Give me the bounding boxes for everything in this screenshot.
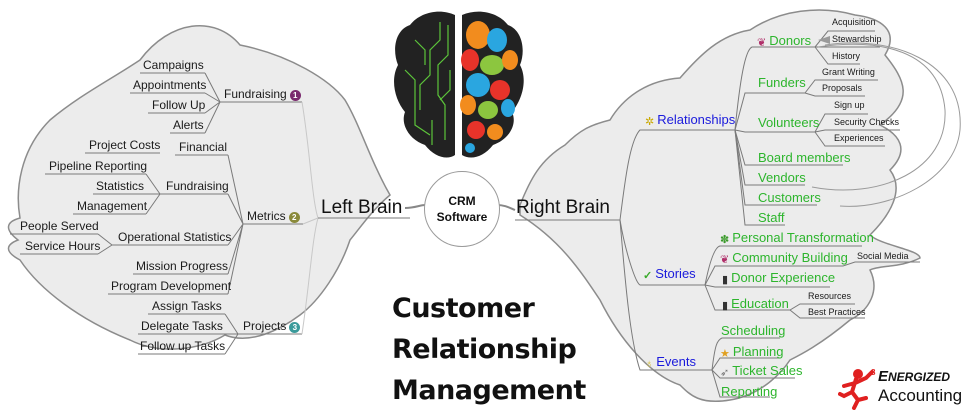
- left-brain-label[interactable]: Left Brain: [321, 197, 403, 218]
- logo-brand-top: ENERGIZED: [878, 368, 950, 385]
- branch-label: Stories: [655, 266, 696, 281]
- node-volunteers[interactable]: Volunteers: [758, 115, 820, 130]
- running-figure-icon: 8: [838, 368, 876, 410]
- right-connectors: [515, 30, 961, 398]
- node-vendors[interactable]: Vendors: [758, 170, 806, 185]
- node-community-building[interactable]: ❦Community Building: [720, 251, 848, 266]
- right-brain-cloud: [519, 9, 921, 402]
- title-line-3: Management: [392, 375, 586, 406]
- node-label: Ticket Sales: [732, 363, 803, 378]
- node-best-practices[interactable]: Best Practices: [808, 307, 866, 317]
- branch-label: Projects: [243, 319, 287, 333]
- node-label: Planning: [732, 344, 784, 359]
- title-line-2: Relationship: [392, 334, 577, 365]
- brain-illustration: [394, 11, 524, 158]
- node-follow-up-tasks[interactable]: Follow up Tasks: [140, 339, 226, 353]
- node-history[interactable]: History: [832, 51, 861, 61]
- node-scheduling[interactable]: Scheduling: [721, 323, 786, 338]
- node-program-development[interactable]: Program Development: [111, 279, 232, 293]
- right-brain-label[interactable]: Right Brain: [516, 197, 610, 218]
- title-line-1: Customer: [392, 293, 535, 324]
- node-social-media[interactable]: Social Media: [857, 251, 909, 261]
- svg-text:8: 8: [871, 368, 876, 377]
- branch-events[interactable]: ♁Events: [645, 355, 696, 370]
- node-people-served[interactable]: People Served: [20, 219, 99, 233]
- left-connectors: [10, 72, 410, 355]
- node-pipeline-reporting[interactable]: Pipeline Reporting: [49, 159, 148, 173]
- priority-1-icon: 1: [289, 90, 301, 101]
- branch-label: Events: [656, 354, 696, 369]
- node-security-checks[interactable]: Security Checks: [834, 117, 900, 127]
- priority-2-icon: 2: [288, 212, 300, 223]
- traffic-light-icon: ▮: [722, 274, 729, 286]
- center-line1: CRM: [448, 193, 476, 208]
- node-follow-up[interactable]: Follow Up: [152, 98, 206, 112]
- node-sign-up[interactable]: Sign up: [834, 100, 865, 110]
- node-board-members[interactable]: Board members: [758, 150, 851, 165]
- lightbulb-icon: ♁: [645, 358, 654, 370]
- node-delegate-tasks[interactable]: Delegate Tasks: [141, 319, 223, 333]
- node-customers[interactable]: Customers: [758, 190, 821, 205]
- node-statistics[interactable]: Statistics: [96, 179, 145, 193]
- node-assign-tasks[interactable]: Assign Tasks: [152, 299, 222, 313]
- branch-label: Relationships: [657, 112, 736, 127]
- node-resources[interactable]: Resources: [808, 291, 852, 301]
- node-campaigns[interactable]: Campaigns: [143, 58, 204, 72]
- node-reporting[interactable]: Reporting: [721, 384, 778, 399]
- node-service-hours[interactable]: Service Hours: [25, 239, 101, 253]
- logo-initial: E: [878, 368, 889, 385]
- node-label: Donor Experience: [731, 270, 836, 285]
- rocket-icon: ➶: [720, 367, 730, 379]
- node-stewardship[interactable]: Stewardship: [832, 34, 882, 44]
- priority-3-icon: 3: [289, 322, 301, 333]
- node-label: Donors: [769, 33, 812, 48]
- node-donor-experience[interactable]: ▮Donor Experience: [722, 271, 835, 286]
- node-planning[interactable]: ★Planning: [720, 345, 783, 360]
- node-operational-statistics[interactable]: Operational Statistics: [118, 230, 232, 244]
- center-line2: Software: [436, 210, 488, 224]
- node-acquisition[interactable]: Acquisition: [832, 17, 876, 27]
- node-label: Personal Transformation: [732, 230, 874, 245]
- people-group-icon: ❦: [757, 37, 767, 49]
- connector: [404, 204, 426, 209]
- node-staff[interactable]: Staff: [758, 210, 785, 225]
- node-personal-transformation[interactable]: ✽Personal Transformation: [720, 231, 874, 246]
- branch-label: Fundraising: [224, 87, 287, 101]
- node-label: Community Building: [732, 250, 848, 265]
- logo-rest: NERGIZED: [888, 370, 951, 384]
- magic-wand-icon: ✲: [645, 116, 655, 128]
- node-education[interactable]: ▮Education: [722, 297, 789, 312]
- node-proposals[interactable]: Proposals: [822, 83, 863, 93]
- node-label: Education: [731, 296, 789, 311]
- logo-brand-bottom: Accounting: [878, 386, 963, 405]
- node-funders[interactable]: Funders: [758, 75, 806, 90]
- star-icon: ★: [720, 348, 730, 360]
- traffic-light-icon: ▮: [722, 300, 729, 312]
- node-mission-progress[interactable]: Mission Progress: [136, 259, 229, 273]
- flower-icon: ✽: [720, 234, 730, 246]
- branch-relationships[interactable]: ✲Relationships: [645, 113, 735, 128]
- branch-stories[interactable]: ✓Stories: [643, 267, 696, 282]
- node-grant-writing[interactable]: Grant Writing: [822, 67, 875, 77]
- checkmark-icon: ✓: [643, 270, 653, 282]
- page-title: Customer Relationship Management: [392, 288, 586, 411]
- node-experiences[interactable]: Experiences: [834, 133, 884, 143]
- node-appointments[interactable]: Appointments: [133, 78, 207, 92]
- node-alerts[interactable]: Alerts: [173, 118, 204, 132]
- node-management[interactable]: Management: [77, 199, 148, 213]
- branch-label: Metrics: [247, 209, 286, 223]
- left-brain-cloud: [7, 24, 391, 350]
- node-project-costs[interactable]: Project Costs: [89, 138, 161, 152]
- node-ticket-sales[interactable]: ➶Ticket Sales: [720, 364, 803, 379]
- people-icon: ❦: [720, 254, 730, 266]
- node-metrics-fundraising[interactable]: Fundraising: [166, 179, 229, 193]
- center-node[interactable]: CRM Software: [424, 171, 500, 247]
- node-financial[interactable]: Financial: [179, 140, 228, 154]
- node-donors[interactable]: ❦Donors: [757, 34, 811, 49]
- energized-accounting-logo: 8 ENERGIZED Accounting: [838, 366, 962, 415]
